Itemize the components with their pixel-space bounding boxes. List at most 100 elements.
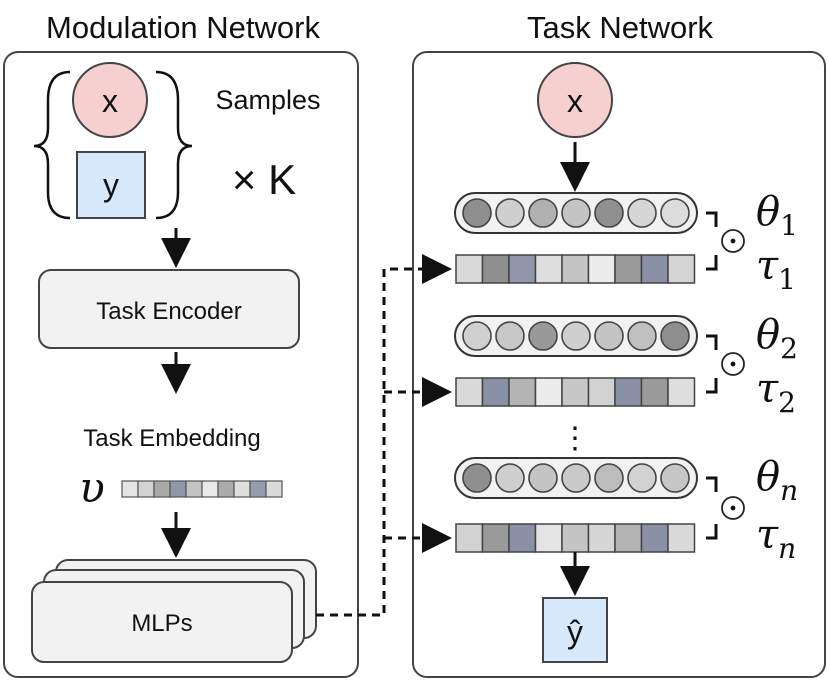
output-yhat-box	[542, 597, 608, 663]
weight-neuron	[627, 198, 657, 228]
tau-cell	[455, 254, 484, 284]
weight-neuron	[561, 321, 591, 351]
weight-neuron	[528, 321, 558, 351]
embedding-cell	[201, 480, 219, 498]
weight-neuron	[561, 463, 591, 493]
modulation-network-title: Modulation Network	[46, 10, 320, 45]
hadamard-dot	[730, 505, 736, 511]
samples-label: Samples	[215, 85, 320, 115]
tau-cell	[640, 377, 669, 407]
task-encoder-box	[38, 269, 300, 349]
embedding-cell	[185, 480, 203, 498]
weight-neuron	[495, 321, 525, 351]
tau-cell	[561, 254, 590, 284]
tau-cell	[534, 254, 563, 284]
embedding-cell	[249, 480, 267, 498]
embedding-cell	[265, 480, 283, 498]
task-embedding-label: Task Embedding	[83, 425, 260, 452]
bracket-top	[706, 211, 718, 227]
weight-neuron	[495, 198, 525, 228]
theta-label-1: θ1	[756, 189, 798, 242]
weight-neuron	[528, 463, 558, 493]
embedding-cell	[121, 480, 139, 498]
tau-label-1: τ1	[756, 243, 796, 296]
weight-neuron	[462, 321, 492, 351]
modulation-network-panel	[3, 51, 359, 678]
tau-cell	[614, 377, 643, 407]
embedding-cell	[137, 480, 155, 498]
tau-cell	[587, 254, 616, 284]
times-k-label: × K	[232, 156, 296, 203]
embedding-cell	[217, 480, 235, 498]
tau-cell	[508, 377, 537, 407]
left-curly-brace	[33, 70, 71, 220]
embedding-cell	[169, 480, 187, 498]
dashed-link-mlps-to-tau1	[316, 254, 452, 617]
tau-label-3: τn	[756, 512, 796, 565]
weight-neuron	[594, 321, 624, 351]
tau-cell	[481, 377, 510, 407]
weight-neuron	[627, 321, 657, 351]
tau-cell	[667, 523, 696, 553]
tau-cell	[614, 523, 643, 553]
tau-cell	[587, 377, 616, 407]
task-network-title: Task Network	[527, 10, 714, 45]
weight-neuron	[594, 463, 624, 493]
tau-cell	[667, 377, 696, 407]
vertical-ellipsis: ⋮	[560, 422, 590, 455]
tau-cell	[614, 254, 643, 284]
embedding-cell	[233, 480, 251, 498]
weight-neuron	[594, 198, 624, 228]
tau-cell	[508, 254, 537, 284]
tau-cell	[640, 523, 669, 553]
right-curly-brace	[155, 70, 193, 220]
embedding-vector	[121, 480, 283, 498]
input-x-circle	[72, 62, 148, 138]
embedding-cell	[153, 480, 171, 498]
input-x-label: x	[102, 83, 118, 119]
bracket-bottom	[706, 255, 718, 271]
weight-neuron	[495, 463, 525, 493]
tau-cell	[481, 254, 510, 284]
tau-cell	[508, 523, 537, 553]
task-input-x-label: x	[567, 83, 583, 119]
tau-cell	[534, 523, 563, 553]
tau-cell	[667, 254, 696, 284]
tau-cell	[561, 377, 590, 407]
weight-neuron	[462, 198, 492, 228]
tau-cell	[455, 377, 484, 407]
tau-cell	[481, 523, 510, 553]
weight-neuron	[627, 463, 657, 493]
tau-cell	[587, 523, 616, 553]
task-encoder-label: Task Encoder	[96, 298, 241, 325]
weight-neuron	[660, 321, 690, 351]
bracket-bottom	[706, 378, 718, 394]
output-yhat-label: ŷ	[567, 614, 583, 650]
weight-neuron	[561, 198, 591, 228]
tau-cell	[640, 254, 669, 284]
task-network-panel	[412, 51, 826, 678]
theta-label-3: θn	[756, 454, 798, 507]
weight-neuron	[660, 198, 690, 228]
task-input-x-circle	[537, 62, 613, 138]
tau-label-2: τ2	[756, 366, 796, 419]
bracket-bottom	[706, 524, 718, 540]
hadamard-dot	[730, 238, 736, 244]
weight-neuron	[528, 198, 558, 228]
bracket-top	[706, 334, 718, 350]
weight-neuron	[462, 463, 492, 493]
tau-cell	[534, 377, 563, 407]
bracket-top	[706, 476, 718, 492]
tau-cell	[455, 523, 484, 553]
input-y-label: y	[103, 167, 119, 203]
mlp-box-front	[31, 581, 293, 663]
theta-label-2: θ2	[756, 312, 798, 365]
hadamard-dot	[730, 361, 736, 367]
tau-cell	[561, 523, 590, 553]
weight-neuron	[660, 463, 690, 493]
input-y-box	[76, 151, 146, 219]
